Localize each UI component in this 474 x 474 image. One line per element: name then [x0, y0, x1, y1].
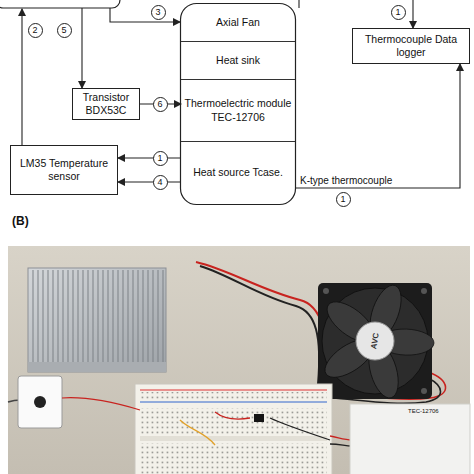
connector-arrow — [118, 157, 181, 158]
node-text: Axial Fan — [213, 16, 263, 29]
process-box: Thermocouple Data logger — [352, 28, 470, 64]
connector-arrow — [118, 181, 181, 182]
callout-number: 4 — [153, 175, 168, 190]
callout-number: 2 — [28, 23, 43, 38]
fan-band: Axial Fan — [181, 4, 295, 41]
callout-number: 1 — [153, 151, 168, 166]
source-band: Heat source Tcase. — [181, 141, 295, 204]
callout-number: 1 — [391, 5, 406, 20]
module-band: Thermoelectric module TEC-12706 — [181, 79, 295, 141]
process-box: Transistor BDX53C — [72, 88, 140, 120]
panel-label: (B) — [12, 214, 29, 228]
signal-wire — [21, 9, 22, 145]
node-text: Heat sink — [213, 54, 263, 67]
stack-outline — [181, 4, 296, 205]
callout-number: 5 — [57, 23, 72, 38]
node-text: LM35 Temperature sensor — [11, 157, 117, 183]
node-text: Transistor BDX53C — [73, 91, 139, 117]
cropped-edge — [298, 0, 299, 8]
cropped-box — [0, 0, 120, 8]
signal-wire — [412, 0, 413, 28]
process-box: LM35 Temperature sensor — [10, 145, 118, 195]
signal-wire — [81, 8, 82, 88]
edge-label: K-type thermocouple — [300, 175, 392, 186]
node-text: Thermocouple Data logger — [353, 33, 469, 59]
heatsink-band: Heat sink — [181, 41, 295, 79]
photo — [8, 246, 470, 474]
node-text: Heat source Tcase. — [190, 166, 286, 179]
callout-number: 6 — [153, 97, 168, 112]
signal-wire — [110, 8, 180, 22]
connector-arrow — [295, 64, 460, 188]
node-text: Thermoelectric module TEC-12706 — [181, 97, 295, 123]
part-marking: TEC-12706 — [408, 408, 439, 414]
callout-number: 3 — [151, 5, 166, 20]
callout-number: 1 — [336, 192, 351, 207]
